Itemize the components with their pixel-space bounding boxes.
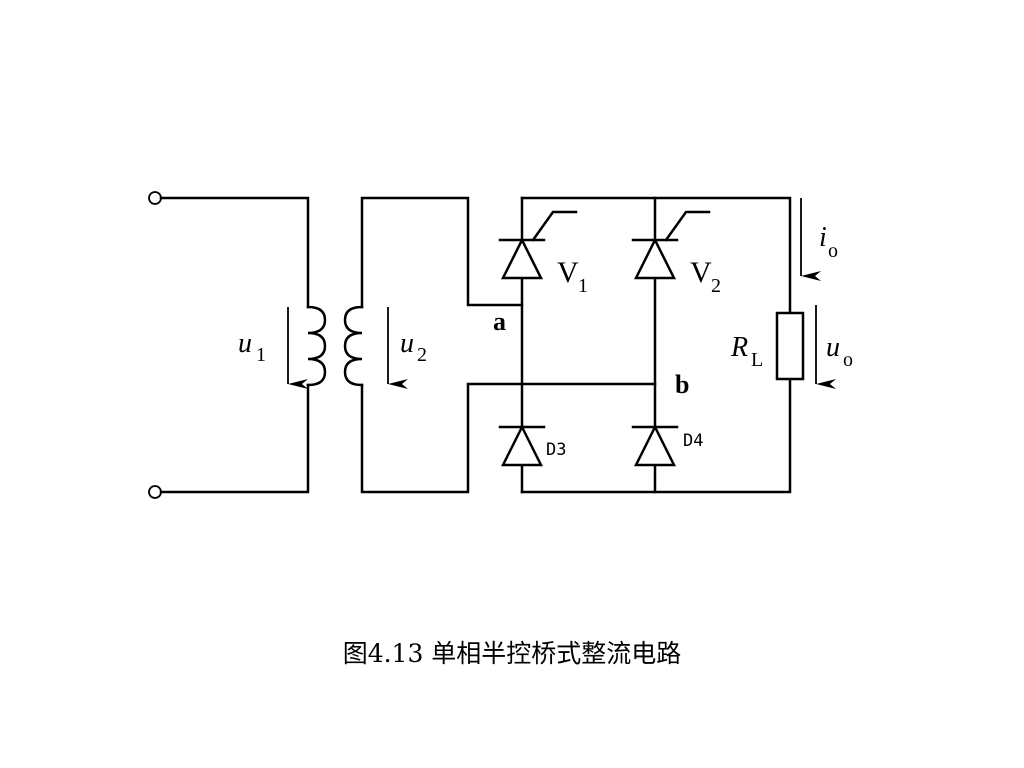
rl-subscript: L (751, 349, 763, 371)
io-label: i (819, 222, 827, 253)
uo-label: u (826, 332, 840, 363)
input-terminal-top (148, 191, 162, 205)
node-b-label: b (675, 370, 689, 399)
v1-label: V (557, 256, 579, 289)
rl-label: R (730, 332, 748, 363)
input-terminal-bottom (148, 485, 162, 499)
u1-label: u (238, 328, 252, 359)
uo-subscript: o (843, 349, 853, 371)
load-resistor (775, 311, 805, 381)
node-a-label: a (493, 307, 506, 336)
u2-label: u (400, 328, 414, 359)
d4-label: D4 (683, 431, 703, 451)
secondary-wire-top (360, 196, 524, 309)
top-rail (520, 196, 792, 315)
d3-label: D3 (546, 440, 566, 460)
figure-caption: 图4.13 单相半控桥式整流电路 (342, 639, 682, 668)
diode-d4 (631, 424, 679, 467)
primary-coil (306, 305, 327, 387)
primary-wire-bottom (159, 383, 310, 494)
u2-subscript: 2 (417, 344, 427, 366)
io-subscript: o (828, 240, 838, 262)
v2-label: V (690, 256, 712, 289)
secondary-coil (343, 305, 364, 387)
primary-wire-top (159, 196, 310, 309)
secondary-wire-bottom (360, 382, 657, 494)
thyristor-v2 (631, 210, 711, 280)
thyristor-v1 (498, 210, 578, 280)
u1-subscript: 1 (256, 344, 266, 366)
bottom-rail (520, 377, 792, 494)
v2-subscript: 2 (711, 275, 721, 297)
v1-subscript: 1 (578, 275, 588, 297)
diode-d3 (498, 424, 546, 467)
